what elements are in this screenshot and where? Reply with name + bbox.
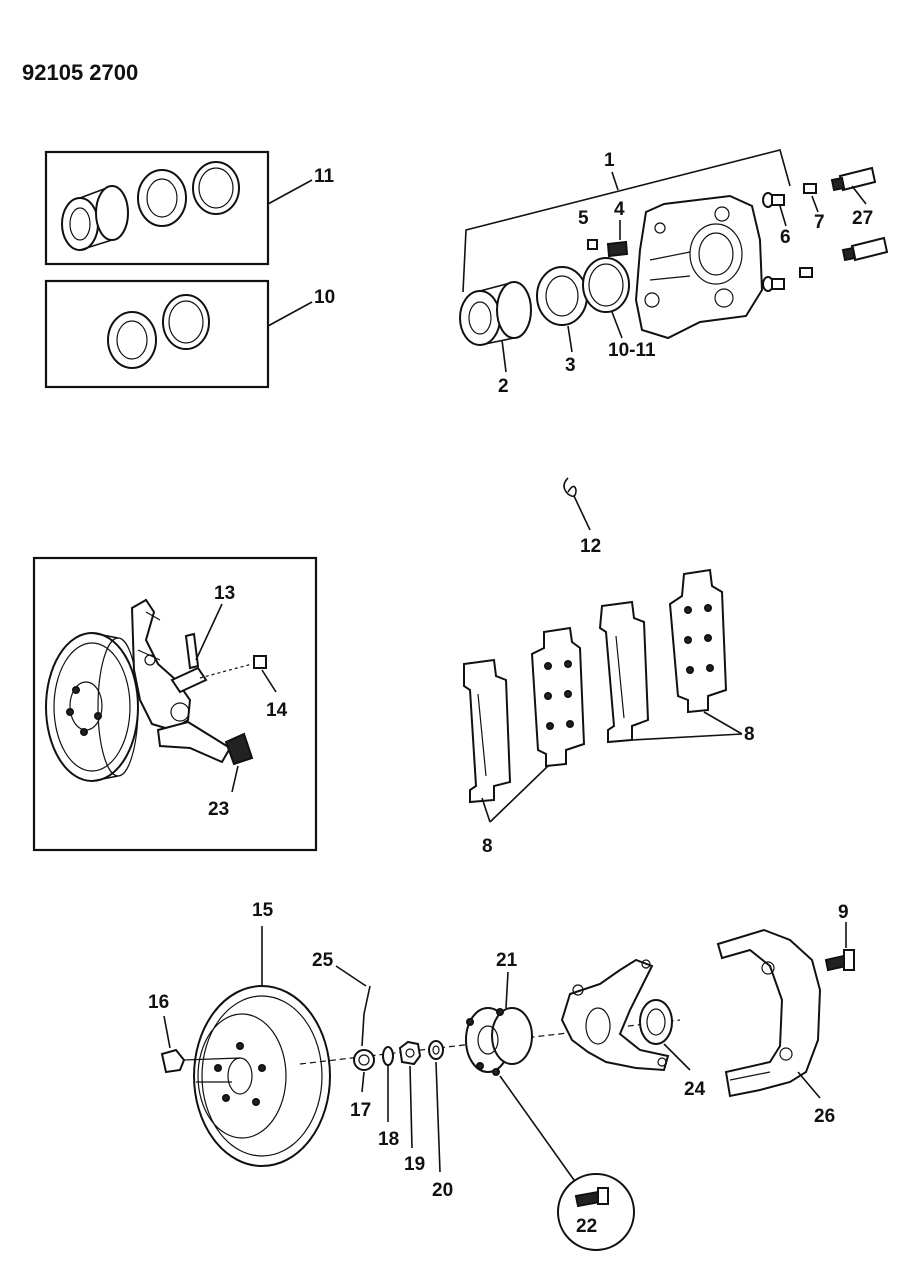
leader-25 xyxy=(335,965,367,987)
leader-23 xyxy=(663,1043,691,1071)
hub-bearing-seal xyxy=(639,999,673,1045)
callout-3: 3 xyxy=(565,355,576,376)
leader-1 xyxy=(611,171,619,191)
brake-pad-1 xyxy=(463,658,512,804)
callout-25: 25 xyxy=(312,950,334,971)
hub-bolt-detail-circle xyxy=(557,1173,635,1251)
bushing-lower xyxy=(799,267,813,278)
steering-knuckle xyxy=(560,958,670,1072)
callout-24: 23 xyxy=(208,799,229,820)
leader-19 xyxy=(409,1065,413,1149)
hub-bearing-assembly xyxy=(465,1007,533,1076)
leader-24 xyxy=(231,765,239,793)
callout-17: 17 xyxy=(350,1100,371,1121)
seal-kit-box-11 xyxy=(44,150,270,266)
callout-8-right: 8 xyxy=(744,724,755,745)
nut-lock xyxy=(353,1049,375,1071)
brake-pad-4 xyxy=(668,568,728,714)
spring-washer xyxy=(382,1046,394,1066)
callout-10-11: 10-11 xyxy=(608,340,656,361)
leader-21 xyxy=(505,971,509,1009)
bracket-1 xyxy=(462,149,791,293)
callout-27: 27 xyxy=(852,208,873,229)
tie-rod-nut xyxy=(199,655,267,679)
leader-14 xyxy=(195,603,223,661)
callout-18: 18 xyxy=(378,1129,399,1150)
bleeder-cap xyxy=(587,239,598,250)
adapter-mounting-bolt xyxy=(824,949,855,972)
seal-kit-box-10 xyxy=(44,279,270,389)
leader-6 xyxy=(779,205,787,227)
callout-8-lower: 8 xyxy=(482,836,493,857)
callout-10: 10 xyxy=(314,287,335,308)
leader-16 xyxy=(163,1015,171,1049)
document-number: 92105 2700 xyxy=(22,60,138,85)
callout-19: 19 xyxy=(404,1154,425,1175)
leader-10-11 xyxy=(611,311,623,339)
piston-seal xyxy=(582,257,630,313)
callout-5: 5 xyxy=(578,208,589,229)
callout-21: 21 xyxy=(496,950,518,971)
guide-pin-upper xyxy=(830,166,877,192)
leader-7 xyxy=(811,195,819,213)
leader-8-right xyxy=(631,711,743,741)
caliper-housing xyxy=(634,194,764,340)
caliper-adapter xyxy=(716,928,822,1098)
callout-7: 7 xyxy=(814,212,825,233)
callout-16: 16 xyxy=(148,992,169,1013)
leader-27 xyxy=(851,185,867,205)
callout-23: 24 xyxy=(684,1079,706,1100)
washer xyxy=(428,1040,444,1060)
callout-6: 6 xyxy=(780,227,791,248)
brake-rotor xyxy=(193,985,331,1167)
guide-pin-lower xyxy=(841,236,889,262)
brake-pad-2 xyxy=(530,626,586,768)
knuckle-inset-box xyxy=(32,556,318,852)
bushing-upper xyxy=(803,183,817,194)
callout-12: 15 xyxy=(252,900,274,921)
wheel-bearing-seal-wedge xyxy=(224,732,254,766)
piston-boot xyxy=(536,266,588,326)
guide-pin-bolt-upper xyxy=(762,192,785,208)
callout-9: 9 xyxy=(838,902,849,923)
callout-13: 12 xyxy=(580,536,601,557)
callout-2: 2 xyxy=(498,376,509,397)
bleeder-screw xyxy=(606,240,629,258)
callout-20: 20 xyxy=(432,1180,453,1201)
leader-17 xyxy=(361,1071,365,1093)
leader-11 xyxy=(267,179,313,205)
anti-rattle-clip xyxy=(563,477,577,498)
callout-26: 26 xyxy=(814,1106,835,1127)
leader-26 xyxy=(797,1071,821,1099)
leader-13 xyxy=(573,495,591,531)
leader-15 xyxy=(261,669,277,693)
wheel-lug-nut xyxy=(160,1048,241,1083)
callout-14: 13 xyxy=(214,583,235,604)
callout-1: 1 xyxy=(604,150,615,171)
leader-22 xyxy=(499,1075,575,1181)
leader-3 xyxy=(567,325,573,353)
leader-8-lower xyxy=(481,765,549,823)
leader-20 xyxy=(435,1061,441,1173)
cotter-pin xyxy=(361,985,371,1047)
hub-nut xyxy=(398,1040,422,1066)
leader-10 xyxy=(267,301,313,327)
brake-pad-3 xyxy=(598,600,650,744)
callout-22: 22 xyxy=(576,1216,597,1237)
guide-pin-bolt-lower xyxy=(762,276,785,292)
callout-11: 11 xyxy=(314,166,335,187)
callout-4: 4 xyxy=(614,199,625,220)
leader-2 xyxy=(501,339,507,373)
callout-15: 14 xyxy=(266,700,288,721)
caliper-piston xyxy=(459,281,532,346)
